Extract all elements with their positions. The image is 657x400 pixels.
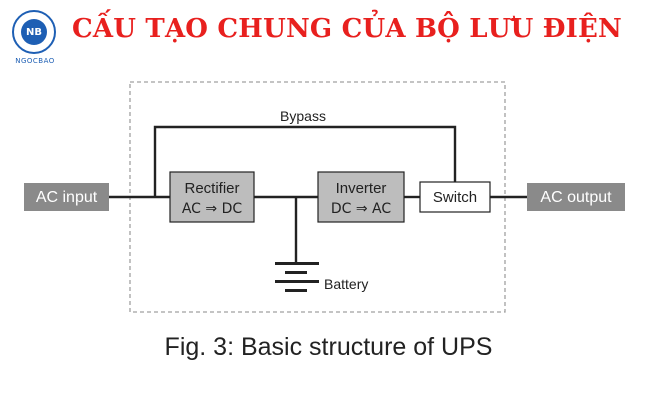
ac-output-label: AC output bbox=[540, 189, 612, 206]
logo-caption: NGOCBAO bbox=[15, 57, 55, 65]
inverter-function: DC ⇒ AC bbox=[331, 201, 392, 217]
ac-output-box bbox=[527, 183, 625, 211]
logo-mark: NB bbox=[21, 19, 47, 45]
figure-caption: Fig. 3: Basic structure of UPS bbox=[164, 333, 493, 361]
switch-label: Switch bbox=[433, 189, 477, 206]
battery-icon bbox=[275, 262, 319, 292]
rectifier-function: AC ⇒ DC bbox=[182, 201, 243, 217]
inverter-label: Inverter bbox=[336, 180, 387, 197]
ac-input-label: AC input bbox=[36, 189, 98, 206]
inverter-box bbox=[317, 171, 405, 223]
header: NB NGOCBAO CẤU TẠO CHUNG CỦA BỘ LƯU ĐIỆN bbox=[0, 0, 657, 72]
page-title: CẤU TẠO CHUNG CỦA BỘ LƯU ĐIỆN bbox=[72, 14, 622, 44]
logo: NB bbox=[12, 10, 56, 54]
battery-label: Battery bbox=[324, 276, 368, 292]
ac-input-box bbox=[24, 183, 109, 211]
switch-box bbox=[419, 181, 491, 213]
bypass-label: Bypass bbox=[280, 108, 326, 124]
rectifier-label: Rectifier bbox=[184, 180, 239, 197]
connection-lines bbox=[109, 125, 527, 262]
rectifier-box bbox=[169, 171, 255, 223]
